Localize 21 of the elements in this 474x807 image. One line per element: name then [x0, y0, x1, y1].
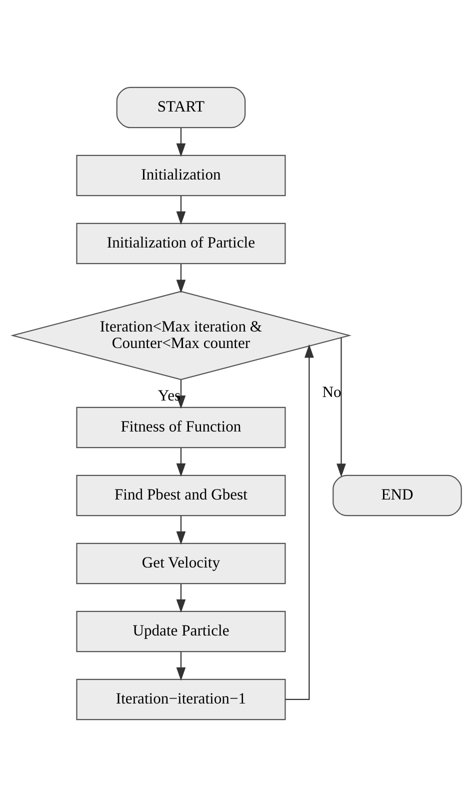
node-box: Update Particle	[76, 610, 286, 652]
arrow	[176, 196, 186, 225]
node-box: START	[116, 86, 246, 128]
node-box: Initialization of Particle	[76, 222, 286, 264]
arrow	[285, 344, 314, 700]
arrow	[176, 128, 186, 157]
arrow	[176, 516, 186, 545]
arrow	[176, 448, 186, 477]
arrow	[176, 264, 186, 294]
node-diamond: Iteration<Max iteration & Counter<Max counter	[10, 290, 352, 380]
arrow	[336, 338, 346, 478]
node-box: Initialization	[76, 154, 286, 196]
node-box: Find Pbest and Gbest	[76, 474, 286, 516]
arrow	[176, 584, 186, 613]
node-box: Iteration−iteration−1	[76, 678, 286, 720]
node-box: Get Velocity	[76, 542, 286, 584]
edge-label: No	[322, 384, 342, 401]
node-box: END	[332, 474, 462, 516]
arrow	[176, 652, 186, 681]
edge-label: Yes	[158, 387, 181, 404]
node-box: Fitness of Function	[76, 406, 286, 448]
